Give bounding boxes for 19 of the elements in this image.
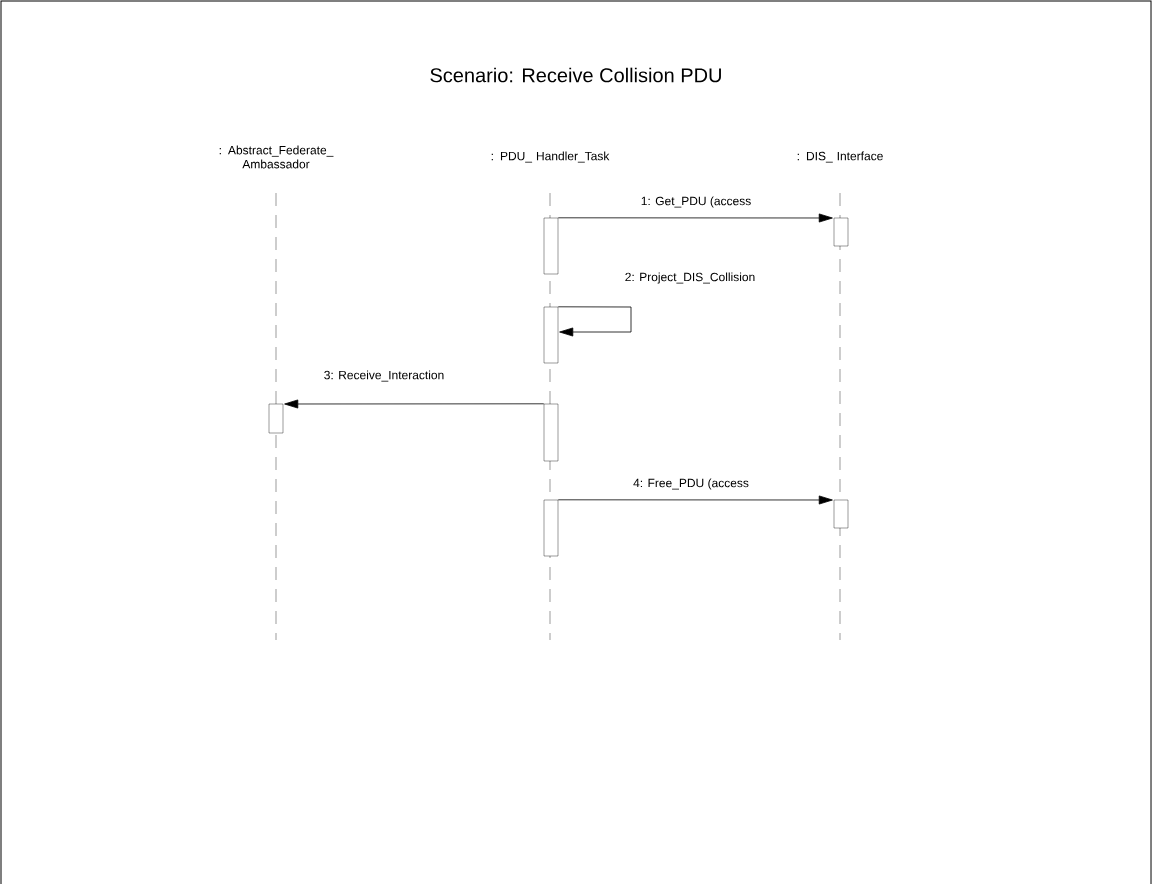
message-arrow: [557, 306, 632, 337]
message-label: 3: Receive_Interaction: [322, 369, 446, 383]
message-arrow: [557, 213, 833, 223]
message-label: 2: Project_DIS_Collision: [623, 271, 757, 285]
message-label: 4: Free_PDU (access: [632, 477, 750, 491]
participant-label: : PDU_ Handler_Task: [491, 151, 610, 163]
title: Scenario: Receive Collision PDU: [430, 67, 721, 83]
activation-bar: [833, 217, 849, 247]
message-arrow: [284, 399, 545, 409]
activation-bar: [543, 306, 559, 364]
activation-bar: [543, 403, 559, 462]
message-label: 1: Get_PDU (access: [639, 195, 753, 209]
participant-label: : Abstract_Federate_ Ambassador: [219, 145, 334, 169]
message-arrow: [557, 495, 833, 505]
activation-bar: [833, 499, 849, 529]
activation-bar: [268, 403, 284, 434]
activation-bar: [543, 499, 559, 557]
activation-bar: [543, 217, 559, 275]
participant-label: : DIS_ Interface: [797, 151, 883, 163]
